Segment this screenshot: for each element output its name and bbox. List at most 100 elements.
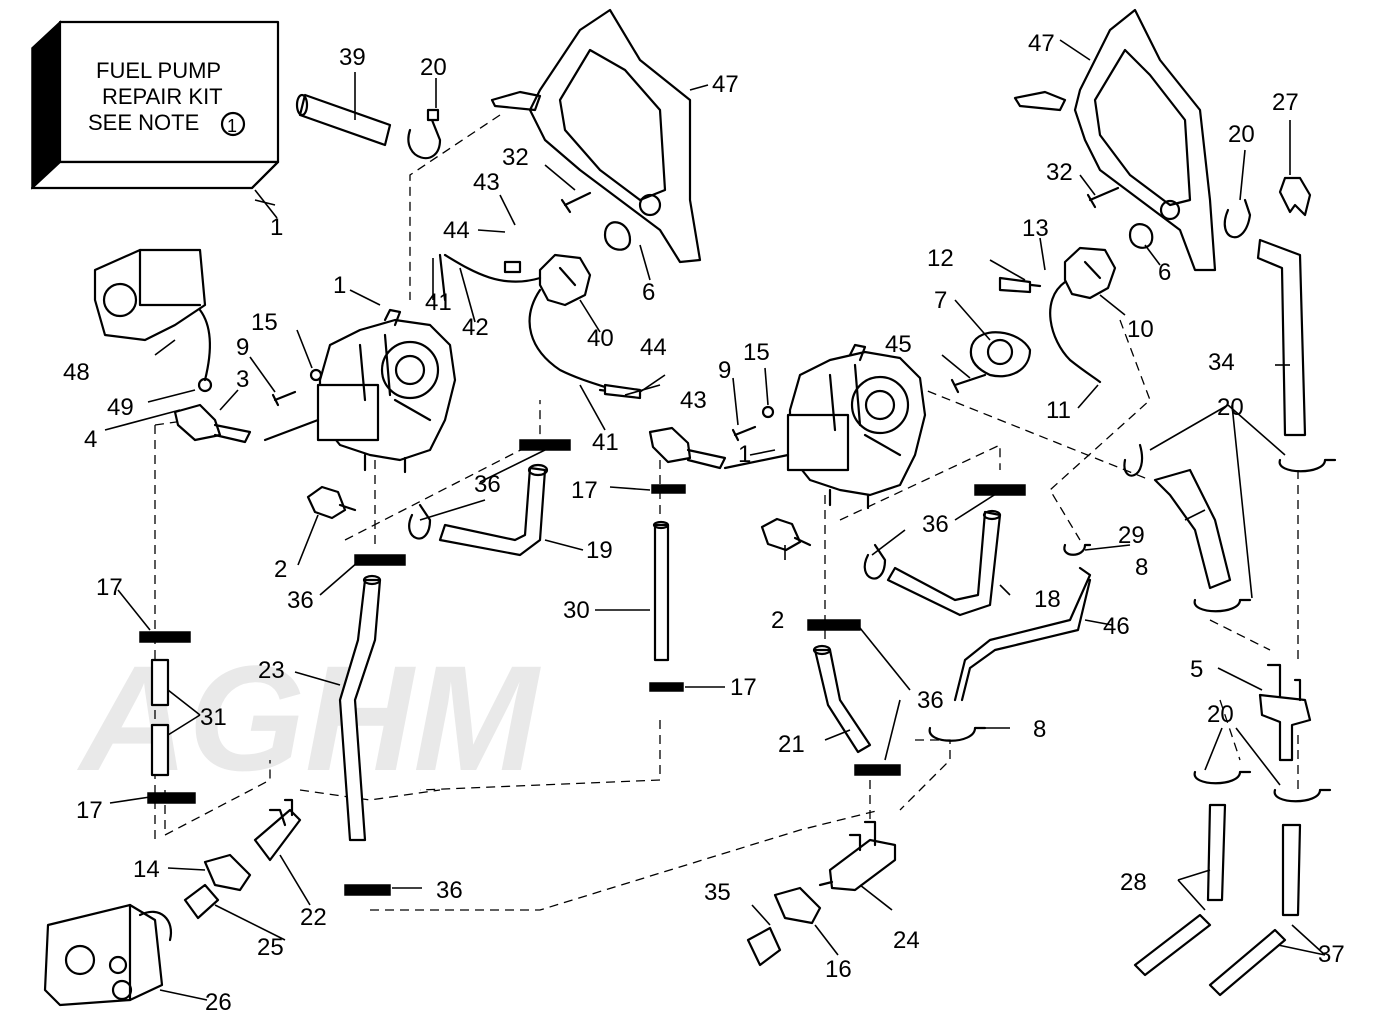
callout: 36	[436, 877, 463, 904]
callout: 2	[771, 607, 784, 634]
fitting-22	[253, 808, 302, 862]
fitting-35	[746, 926, 782, 967]
callout: 44	[640, 334, 667, 361]
callout: 36	[917, 687, 944, 714]
clamp-36-spring-left	[408, 503, 432, 540]
gasket-plate-left	[528, 8, 702, 264]
callout: 20	[1228, 121, 1255, 148]
sender-3	[173, 403, 252, 444]
callout: 15	[743, 339, 770, 366]
callout: 49	[107, 394, 134, 421]
callout: 47	[712, 71, 739, 98]
clamp-8-a	[1063, 543, 1092, 556]
callout: 23	[258, 657, 285, 684]
callout: 6	[642, 279, 655, 306]
callout: 16	[825, 956, 852, 983]
callout: 42	[462, 314, 489, 341]
callout: 13	[1022, 215, 1049, 242]
hose-29	[1153, 468, 1232, 590]
clamp-20-c	[1193, 598, 1252, 613]
callout: 37	[1318, 941, 1345, 968]
callout: 4	[84, 426, 97, 453]
callout: 14	[133, 856, 160, 883]
callout: 29	[1118, 522, 1145, 549]
clamp-36-e	[807, 619, 861, 631]
bolt-45	[950, 373, 987, 394]
callout: 48	[63, 359, 90, 386]
callout: 43	[473, 169, 500, 196]
hose-37-b	[1208, 928, 1287, 997]
callout: 1	[270, 214, 283, 241]
kit-line-3: SEE NOTE	[88, 110, 199, 135]
callout: 30	[563, 597, 590, 624]
hose-37	[1281, 823, 1302, 917]
clamp-20-b	[1278, 458, 1337, 473]
callout: 17	[571, 477, 598, 504]
bracket-27	[1278, 176, 1312, 217]
bolt-32-left	[560, 191, 592, 214]
hose-39	[298, 93, 392, 147]
clamp-20-right-top	[1223, 198, 1252, 239]
callout: 3	[236, 366, 249, 393]
callout: 35	[704, 879, 731, 906]
callout: 36	[287, 587, 314, 614]
callout: 39	[339, 44, 366, 71]
hose-23	[338, 578, 382, 842]
clamp-36-spring-right	[863, 543, 887, 580]
callout: 17	[76, 797, 103, 824]
callout: 11	[1046, 397, 1071, 424]
callout: 32	[502, 144, 529, 171]
callout: 41	[592, 429, 619, 456]
gasket-plate-right	[1073, 8, 1217, 272]
callout: 34	[1208, 349, 1235, 376]
callout: 17	[730, 674, 757, 701]
callout-numbers: 1 1 1 2 2 3 4 5 6 6 7 8 8 9 9 10 11 12 1…	[63, 30, 1345, 1016]
clamp-36-c	[344, 884, 391, 896]
clamp-17-b	[147, 792, 196, 804]
callout: 20	[420, 54, 447, 81]
hose-31-a	[150, 658, 170, 707]
callout: 31	[200, 704, 227, 731]
kit-line-1: FUEL PUMP	[96, 58, 221, 83]
callout: 36	[474, 471, 501, 498]
repair-kit-box: FUEL PUMP REPAIR KIT SEE NOTE 1	[30, 20, 280, 190]
sender-right	[648, 426, 727, 470]
callout: 17	[96, 574, 123, 601]
callout: 20	[1217, 394, 1244, 421]
callout: 20	[1207, 701, 1234, 728]
callout: 9	[718, 357, 731, 384]
watermark: AGHM	[76, 634, 541, 802]
hose-28	[1206, 803, 1227, 902]
fitting-25	[183, 883, 220, 920]
screw-9-left	[271, 390, 297, 407]
fitting-2-left	[306, 485, 347, 520]
callout: 2	[274, 556, 287, 583]
callout: 7	[934, 287, 947, 314]
callout: 6	[1158, 259, 1171, 286]
note-circle	[220, 111, 246, 137]
callout: 47	[1028, 30, 1055, 57]
callout: 9	[236, 334, 249, 361]
callout: 45	[885, 331, 912, 358]
fitting-24	[828, 838, 897, 892]
sensor-40	[528, 253, 622, 394]
clamp-17-c	[651, 484, 686, 494]
clamp-36-f	[854, 764, 901, 776]
clamp-36-a	[519, 439, 571, 451]
fitting-2-right	[760, 517, 802, 552]
screw-9-right	[731, 425, 757, 442]
callout: 1	[333, 272, 346, 299]
solenoid-48	[93, 248, 213, 393]
callout: 44	[443, 217, 470, 244]
fuel-pump-left	[263, 308, 457, 474]
clamp-17-a	[139, 631, 191, 643]
callout: 28	[1120, 869, 1147, 896]
callout: 41	[425, 289, 452, 316]
clamp-20-a	[1123, 443, 1143, 477]
flange-7	[969, 331, 1032, 378]
hose-28-b	[1133, 913, 1212, 977]
wire-42	[443, 253, 542, 283]
washer-6-left	[603, 221, 632, 251]
tee-fitting-5	[1258, 693, 1312, 762]
bolt-32-right	[1086, 186, 1120, 209]
